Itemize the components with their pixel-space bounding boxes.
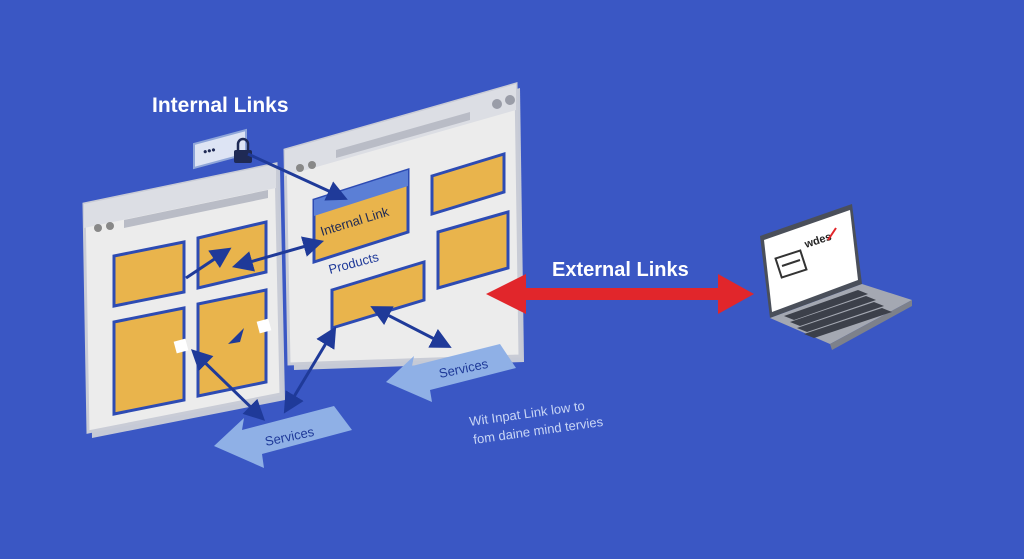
services-arrow-left — [214, 406, 352, 468]
pointer-marker — [173, 338, 189, 354]
internal-arrow — [283, 326, 337, 414]
user-icon — [492, 99, 502, 109]
laptop-keyboard — [784, 290, 892, 338]
window-dot-icon — [296, 164, 304, 172]
right-address-bar — [336, 112, 470, 158]
content-box — [330, 259, 426, 331]
laptop: wdes — [760, 204, 912, 350]
content-box — [112, 240, 186, 308]
content-box — [430, 151, 506, 217]
external-link-arrow — [486, 274, 754, 314]
internal-arrow — [185, 247, 232, 280]
content-box — [436, 210, 510, 290]
laptop-window-icon — [774, 249, 808, 279]
internal-arrow — [247, 152, 348, 201]
login-box: ••• — [193, 128, 252, 170]
services-arrow-right — [386, 344, 516, 402]
internal-link-arrows — [185, 152, 452, 421]
external-links-title: External Links — [552, 259, 689, 281]
left-address-bar — [124, 190, 268, 228]
cursor-icon — [228, 328, 244, 344]
content-box — [112, 306, 186, 416]
growth-arrow-icon — [827, 227, 837, 241]
login-dots: ••• — [202, 143, 217, 159]
internal-arrow — [370, 306, 452, 348]
internal-links-title: Internal Links — [152, 94, 289, 117]
internal-link-header — [314, 170, 408, 216]
window-dot-icon — [94, 224, 102, 232]
user-icon — [505, 95, 515, 105]
internal-arrow — [190, 349, 266, 421]
left-browser-window — [82, 162, 285, 438]
window-dot-icon — [308, 161, 316, 169]
window-dot-icon — [106, 222, 114, 230]
lock-icon — [234, 137, 252, 163]
internal-arrow — [231, 236, 325, 272]
right-browser-window — [283, 82, 524, 370]
pointer-marker — [256, 318, 272, 334]
